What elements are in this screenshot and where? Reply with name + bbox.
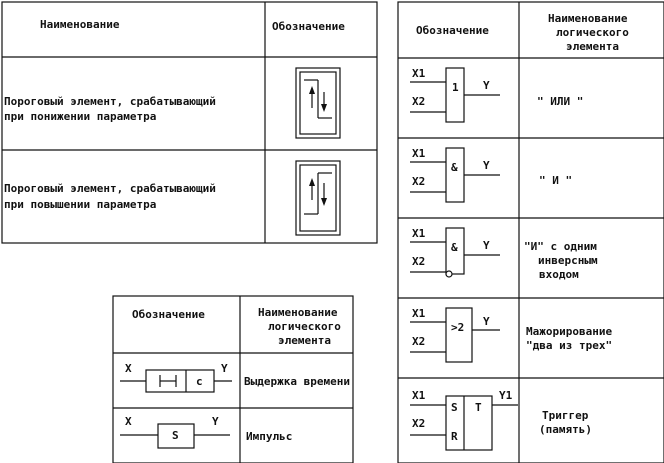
maj-symbol-label: >2 xyxy=(451,321,465,334)
table3-frame xyxy=(397,1,664,463)
table2-col-name-l1: Наименование xyxy=(258,306,338,319)
and-in2-label: X2 xyxy=(412,175,426,188)
impulse-symbol-label: S xyxy=(172,429,179,442)
maj-in1-label: X1 xyxy=(412,307,426,320)
table1-row1-line2: при понижении параметра xyxy=(4,110,157,123)
delay-input-label: X xyxy=(125,362,132,375)
trig-name-l2: (память) xyxy=(539,423,592,436)
or-name: " ИЛИ " xyxy=(537,95,584,108)
and-name: " И " xyxy=(539,174,573,187)
delay-output-label: Y xyxy=(221,362,228,375)
and-in1-label: X1 xyxy=(412,147,426,160)
delay-symbol-label: с xyxy=(196,375,203,388)
table2-frame xyxy=(112,295,354,463)
table3-col-symbol: Обозначение xyxy=(416,24,489,37)
maj-out-label: Y xyxy=(483,315,490,328)
table2-col-name-l2: логического xyxy=(268,320,341,333)
maj-name-l1: Мажорирование xyxy=(526,325,613,338)
delay-name: Выдержка времени xyxy=(244,375,350,388)
table3-col-name-l3: элемента xyxy=(566,40,619,53)
trig-in1-label: X1 xyxy=(412,389,426,402)
time-delay-symbol xyxy=(120,369,232,393)
table1-col-name: Наименование xyxy=(40,18,120,31)
threshold-low-symbol xyxy=(295,67,341,139)
andinv-name-l3: входом xyxy=(539,268,579,281)
impulse-input-label: X xyxy=(125,415,132,428)
threshold-high-symbol xyxy=(295,160,341,236)
andinv-name-l1: "И" с одним xyxy=(524,240,597,253)
or-in2-label: X2 xyxy=(412,95,426,108)
table3-col-name-l1: Наименование xyxy=(548,12,628,25)
maj-in2-label: X2 xyxy=(412,335,426,348)
trig-name-l1: Триггер xyxy=(542,409,589,422)
table1-col-symbol: Обозначение xyxy=(272,20,345,33)
andinv-symbol-label: & xyxy=(451,241,458,254)
andinv-out-label: Y xyxy=(483,239,490,252)
table3-col-name-l2: логического xyxy=(556,26,629,39)
impulse-name: Импульс xyxy=(246,430,293,443)
and-gate-symbol xyxy=(410,147,500,203)
table1-row2-line1: Пороговый элемент, срабатывающий xyxy=(4,182,216,195)
table2-col-name-l3: элемента xyxy=(278,334,331,347)
trigger-symbol xyxy=(410,395,518,451)
impulse-symbol xyxy=(120,423,230,449)
trig-s-label: S xyxy=(451,401,458,414)
trig-out-label: Y1 xyxy=(499,389,513,402)
and-inverse-gate-symbol xyxy=(410,227,500,278)
table1-row2-line2: при повышении параметра xyxy=(4,198,157,211)
andinv-name-l2: инверсным xyxy=(538,254,598,267)
impulse-output-label: Y xyxy=(212,415,219,428)
table2-col-symbol: Обозначение xyxy=(132,308,205,321)
or-gate-symbol xyxy=(410,67,500,123)
maj-name-l2: "два из трех" xyxy=(526,339,613,352)
table1-frame xyxy=(1,1,378,244)
or-in1-label: X1 xyxy=(412,67,426,80)
or-out-label: Y xyxy=(483,79,490,92)
trig-in2-label: X2 xyxy=(412,417,426,430)
and-symbol-label: & xyxy=(451,161,458,174)
table1-row1-line1: Пороговый элемент, срабатывающий xyxy=(4,95,216,108)
majority-gate-symbol xyxy=(410,307,500,363)
trig-r-label: R xyxy=(451,430,458,443)
andinv-in1-label: X1 xyxy=(412,227,426,240)
and-out-label: Y xyxy=(483,159,490,172)
or-symbol-label: 1 xyxy=(452,81,459,94)
trig-t-label: T xyxy=(475,401,482,414)
andinv-in2-label: X2 xyxy=(412,255,426,268)
